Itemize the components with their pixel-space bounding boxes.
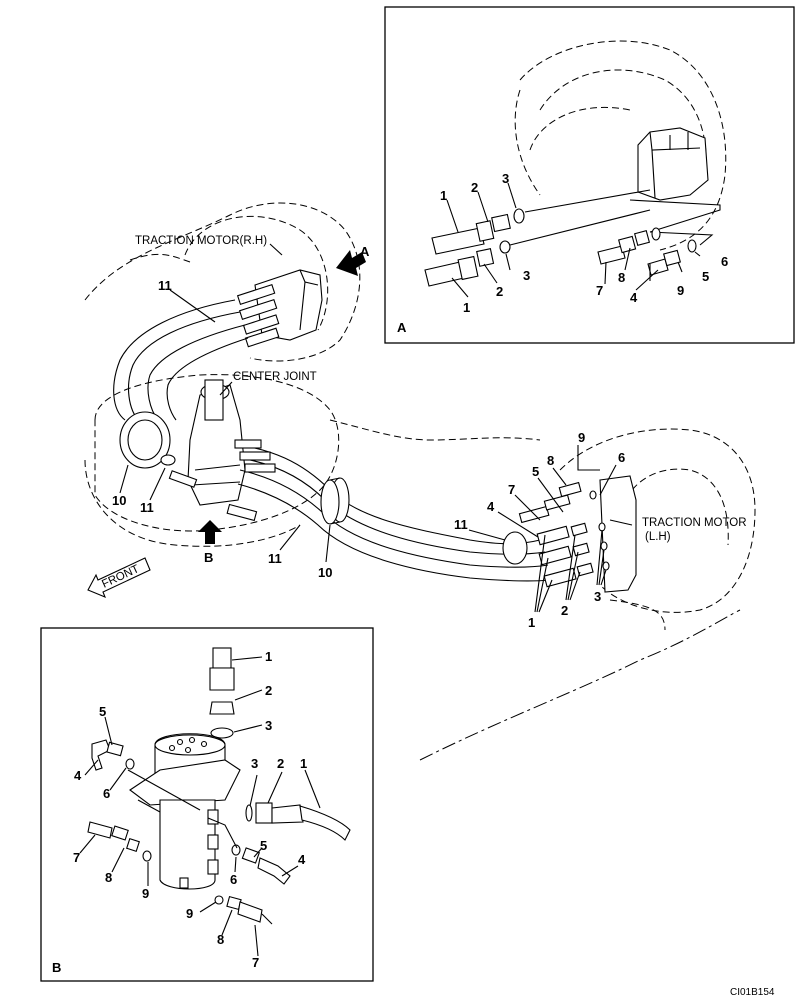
detail-b-left-fitting-upper <box>91 739 135 771</box>
leader-lines-main <box>119 289 633 613</box>
callout-b: 2 <box>277 756 284 771</box>
detail-a-frame <box>384 6 795 344</box>
callouts-main: 11 10 11 11 10 9 8 6 5 7 4 11 1 2 3 <box>112 278 625 630</box>
callout-b: 8 <box>105 870 112 885</box>
leader-lines-b <box>79 656 321 957</box>
callout-b: 5 <box>99 704 106 719</box>
detail-b-right-fitting-lower <box>231 844 291 885</box>
callout-a: 1 <box>440 188 447 203</box>
detail-a-fittings-upper <box>431 208 525 255</box>
callouts-detail-b: 1 2 3 5 4 6 3 2 1 7 8 9 5 6 4 9 8 7 <box>73 649 307 970</box>
callout-b: 3 <box>265 718 272 733</box>
callout-main: 11 <box>268 551 282 566</box>
upper-structure-outline <box>94 374 340 532</box>
callout-main: 2 <box>561 603 568 618</box>
callout-a: 4 <box>630 290 638 305</box>
callout-main: 11 <box>158 278 172 293</box>
callout-a: 3 <box>523 268 530 283</box>
callout-b: 7 <box>73 850 80 865</box>
callout-a: 2 <box>471 180 478 195</box>
callout-main: 6 <box>618 450 625 465</box>
callouts-detail-a: 1 2 3 3 2 1 6 5 9 8 4 7 <box>440 171 728 315</box>
traction-motor-lh-label-line2: (L.H) <box>645 531 671 543</box>
detail-a-fittings-right <box>597 227 697 276</box>
callout-a: 2 <box>496 284 503 299</box>
detail-a-motor-body <box>637 127 709 201</box>
callout-b: 4 <box>298 852 306 867</box>
view-arrow-b <box>198 520 222 544</box>
callout-main: 7 <box>508 482 515 497</box>
callout-main: 4 <box>487 499 495 514</box>
detail-b-right-fitting <box>245 802 351 841</box>
callout-a: 7 <box>596 283 603 298</box>
callout-b: 7 <box>252 955 259 970</box>
hose-clamp-lh <box>502 531 528 565</box>
callout-main: 9 <box>578 430 585 445</box>
traction-motor-rh-body <box>236 269 323 348</box>
detail-b-center-joint <box>129 733 241 890</box>
traction-motor-rh-inner <box>184 215 329 331</box>
detail-b: B <box>40 627 374 982</box>
callout-main: 1 <box>528 615 535 630</box>
traction-motor-rh-outline <box>84 202 361 362</box>
callout-main: 3 <box>594 589 601 604</box>
callout-a: 8 <box>618 270 625 285</box>
detail-a-letter: A <box>397 320 407 335</box>
arrow-b-label: B <box>204 550 213 565</box>
traction-motor-rh-label: TRACTION MOTOR(R.H) <box>135 235 267 247</box>
callout-b: 1 <box>265 649 272 664</box>
callout-b: 9 <box>142 886 149 901</box>
traction-motor-lh-label-line1: TRACTION MOTOR <box>642 517 747 529</box>
callout-b: 5 <box>260 838 267 853</box>
callout-main: 11 <box>140 500 154 515</box>
callout-main: 11 <box>454 517 468 532</box>
callout-a: 6 <box>721 254 728 269</box>
detail-a: A <box>384 6 795 344</box>
callout-a: 3 <box>502 171 509 186</box>
traction-motor-lh-outline <box>559 428 756 613</box>
detail-a-fittings-lower <box>424 240 511 287</box>
callout-a: 9 <box>677 283 684 298</box>
traction-motor-lh-body <box>599 475 637 593</box>
drawing-code: CI01B154 <box>730 987 775 998</box>
front-direction-arrow: FRONT <box>87 557 151 599</box>
callout-b: 1 <box>300 756 307 771</box>
main-view: A B FRONT TRACTION MOTOR(R.H) CENTER JOI… <box>84 202 756 761</box>
callout-b: 3 <box>251 756 258 771</box>
callout-a: 5 <box>702 269 709 284</box>
leader-lines-a <box>446 182 701 298</box>
callout-main: 10 <box>112 493 126 508</box>
detail-b-left-fitting-lower <box>87 821 152 862</box>
hose-guide-ring-right <box>320 477 350 525</box>
callout-b: 2 <box>265 683 272 698</box>
callout-a: 1 <box>463 300 470 315</box>
callout-b: 9 <box>186 906 193 921</box>
lh-fittings <box>518 481 610 588</box>
center-joint-label: CENTER JOINT <box>233 371 317 383</box>
callout-main: 8 <box>547 453 554 468</box>
detail-b-frame <box>40 627 374 982</box>
detail-b-bottom-fitting <box>214 895 273 925</box>
callout-b: 4 <box>74 768 82 783</box>
detail-b-letter: B <box>52 960 61 975</box>
center-joint <box>187 379 246 506</box>
callout-b: 6 <box>230 872 237 887</box>
callout-b: 6 <box>103 786 110 801</box>
detail-b-top-stack <box>209 647 235 739</box>
callout-main: 5 <box>532 464 539 479</box>
hose-clamp <box>160 454 176 466</box>
arrow-a-label: A <box>360 244 370 259</box>
view-arrow-a <box>336 250 366 276</box>
callout-main: 10 <box>318 565 332 580</box>
callout-b: 8 <box>217 932 224 947</box>
